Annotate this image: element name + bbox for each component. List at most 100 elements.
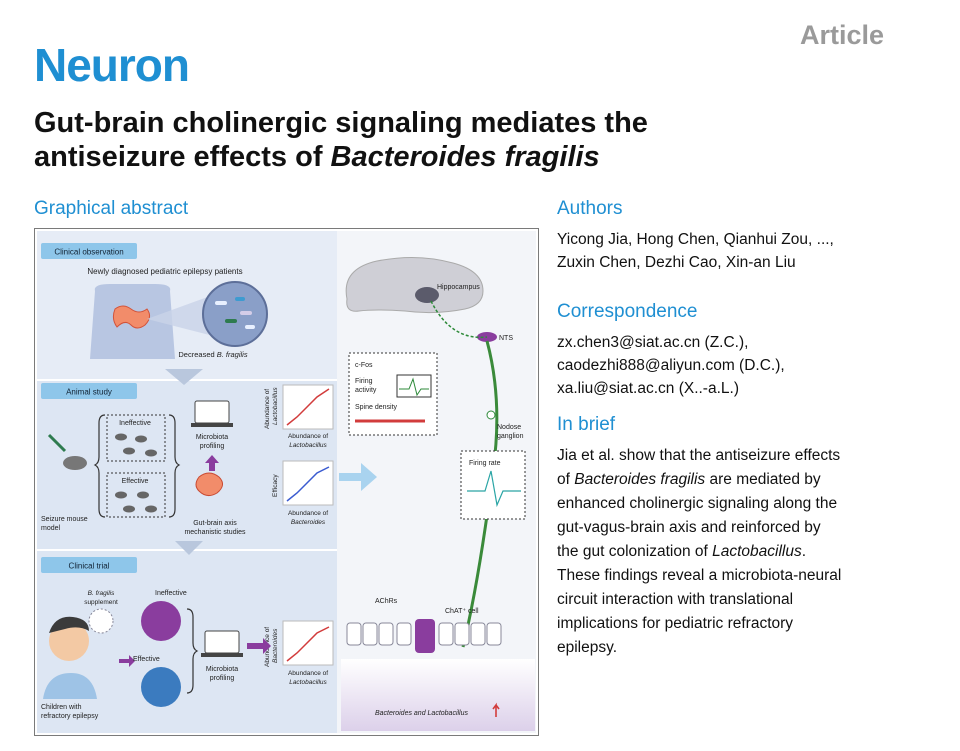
right-arrow-icon xyxy=(247,638,271,654)
in-brief-line: enhanced cholinergic signaling along the xyxy=(557,492,937,516)
lumen xyxy=(341,659,535,731)
title-species: Bacteroides fragilis xyxy=(330,141,600,173)
in-brief-text-segment: the gut colonization of xyxy=(557,543,713,560)
in-brief-text-segment: . xyxy=(801,543,807,560)
chart-1-xlabel-2: Lactobacillus xyxy=(289,442,327,449)
in-brief-line: circuit interaction with translational xyxy=(557,588,937,612)
animal-profiling-2: profiling xyxy=(200,443,225,450)
in-brief-text-segment: epilepsy. xyxy=(557,639,618,656)
effective-group-icon xyxy=(141,667,181,707)
firing-rate-label: Firing rate xyxy=(469,460,501,467)
laptop-icon xyxy=(194,400,230,424)
bracket-icon xyxy=(186,608,199,694)
patients-label: Newly diagnosed pediatric epilepsy patie… xyxy=(87,267,242,276)
in-brief-line: Jia et al. show that the antiseizure eff… xyxy=(557,444,937,468)
animal-label-box xyxy=(41,383,137,399)
brain-icon xyxy=(345,256,484,314)
chart-2-xlabel-1: Abundance of xyxy=(288,510,328,517)
in-brief-line: epilepsy. xyxy=(557,636,937,660)
chart-3-xlabel-1: Abundance of xyxy=(288,670,328,677)
mouse-injection-icon xyxy=(47,433,87,470)
firing-label-2: activity xyxy=(355,387,377,394)
animal-effective-label: Effective xyxy=(122,478,149,485)
trial-laptop-base xyxy=(201,653,243,657)
animal-ineffective-label: Ineffective xyxy=(119,420,151,427)
chat-label: ChAT⁺ cell xyxy=(445,608,479,615)
child-icon xyxy=(43,616,97,699)
trial-laptop-icon xyxy=(204,630,240,654)
in-brief-line: These findings reveal a microbiota-neura… xyxy=(557,564,937,588)
animal-profiling-1: Microbiota xyxy=(196,434,228,441)
nodose-icon xyxy=(486,410,496,420)
up-arrow-icon xyxy=(492,702,500,717)
bracket-icon xyxy=(93,414,106,518)
correspondence-block: Correspondence zx.chen3@siat.ac.cn (Z.C.… xyxy=(557,301,937,400)
achrs-label: AChRs xyxy=(375,598,398,605)
graphical-abstract: Clinical observation Newly diagnosed ped… xyxy=(34,228,539,736)
chart-1-ylabel: Abundance of xyxy=(264,389,271,429)
supplement-icon xyxy=(88,608,114,634)
in-brief-text-segment: of xyxy=(557,471,575,488)
in-brief-italic-segment: Lactobacillus xyxy=(712,543,802,560)
hippocampus-label: Hippocampus xyxy=(437,284,480,291)
up-arrow-icon xyxy=(205,455,219,471)
decreased-label: Decreased B. fragilis xyxy=(178,350,247,359)
mouse-icon xyxy=(115,433,157,513)
authors-block: Authors Yicong Jia, Hong Chen, Qianhui Z… xyxy=(557,198,937,274)
chart-3-xlabel-2: Lactobacillus xyxy=(289,679,327,686)
gutbrain-label-2: mechanistic studies xyxy=(184,529,246,536)
firing-rate-trace xyxy=(467,470,521,508)
laptop-base xyxy=(191,423,233,427)
bottom-label: Bacteroides and Lactobacillus xyxy=(375,710,469,717)
chart-2-line xyxy=(286,466,330,502)
in-brief-block: In brief Jia et al. show that the antise… xyxy=(557,414,937,660)
children-label-1: Children with xyxy=(41,704,82,711)
microbiota-circle-icon xyxy=(202,281,268,347)
right-arrow-icon xyxy=(119,655,135,667)
firing-trace-box xyxy=(396,374,432,398)
in-brief-text-segment: are mediated by xyxy=(705,471,821,488)
in-brief-line: implications for pediatric refractory xyxy=(557,612,937,636)
mouse-gut-icon xyxy=(195,472,223,497)
in-brief-text-segment: circuit interaction with translational xyxy=(557,591,794,608)
graphical-abstract-heading: Graphical abstract xyxy=(34,198,189,219)
chart-1-line xyxy=(286,388,330,426)
right-arrow-icon xyxy=(339,463,377,491)
in-brief-text-segment: Jia et al. show that the antiseizure eff… xyxy=(557,447,841,464)
chart-2-ylabel: Efficacy xyxy=(272,474,279,497)
vagus-path xyxy=(430,300,488,339)
authors-heading: Authors xyxy=(557,198,623,219)
trial-label: Clinical trial xyxy=(69,562,110,571)
chart-3-ylabel-2: Bacteroides xyxy=(272,628,279,663)
chart-1-xlabel-1: Abundance of xyxy=(288,433,328,440)
trial-label-box xyxy=(41,557,137,573)
down-arrow-icon xyxy=(165,369,203,385)
animal-label: Animal study xyxy=(66,388,112,397)
in-brief-text: Jia et al. show that the antiseizure eff… xyxy=(557,444,937,660)
hippocampus-icon xyxy=(415,287,439,303)
seizure-label-1: Seizure mouse xyxy=(41,516,88,523)
in-brief-text-segment: gut-vagus-brain axis and reinforced by xyxy=(557,519,821,536)
email-3[interactable]: xa.liu@siat.ac.cn (X..-a.L.) xyxy=(557,380,739,397)
authors-line-2: Zuxin Chen, Dezhi Cao, Xin-an Liu xyxy=(557,254,796,271)
email-2[interactable]: caodezhi888@aliyun.com (D.C.), xyxy=(557,357,785,374)
gutbrain-label-1: Gut-brain axis xyxy=(193,520,237,527)
email-1[interactable]: zx.chen3@siat.ac.cn (Z.C.), xyxy=(557,334,749,351)
paper-title: Gut-brain cholinergic signaling mediates… xyxy=(34,106,914,174)
children-label-2: refractory epilepsy xyxy=(41,713,99,720)
trial-ineffective-label: Ineffective xyxy=(155,590,187,597)
title-line-2: antiseizure effects of Bacteroides fragi… xyxy=(34,140,914,174)
effective-box xyxy=(106,472,166,518)
nodose-label-1: Nodose xyxy=(497,424,521,431)
supplement-label-2: supplement xyxy=(84,599,118,606)
correspondence-heading: Correspondence xyxy=(557,301,698,322)
chart-2-xlabel-2: Bacteroides xyxy=(291,519,326,526)
bracket-icon xyxy=(168,414,181,518)
chat-cell-icon xyxy=(415,619,435,653)
chart-3-line xyxy=(286,626,330,662)
in-brief-italic-segment: Bacteroides fragilis xyxy=(574,471,706,488)
in-brief-text-segment: enhanced cholinergic signaling along the xyxy=(557,495,838,512)
gut-icon xyxy=(112,305,151,329)
epithelium xyxy=(346,622,502,646)
title-prefix: antiseizure effects of xyxy=(34,141,331,173)
